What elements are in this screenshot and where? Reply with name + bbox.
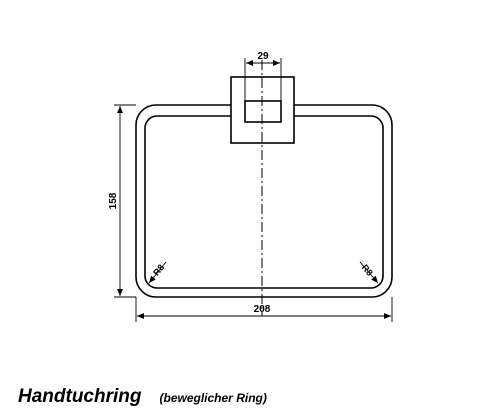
radius-left-callout [148,261,167,284]
dimension-mount-width [244,58,282,101]
caption: Handtuchring (beweglicher Ring) [18,386,267,408]
radius-right-callout [359,261,379,284]
dimension-height [114,104,136,298]
dimension-width [135,297,393,322]
dimension-width-label: 208 [254,304,271,315]
drawing-subtitle: (beweglicher Ring) [159,391,267,405]
mount-inner-block [244,100,282,123]
dimension-height-label: 158 [108,192,119,209]
drawing-title: Handtuchring [18,386,142,407]
dimension-mount-width-label: 29 [257,51,269,62]
